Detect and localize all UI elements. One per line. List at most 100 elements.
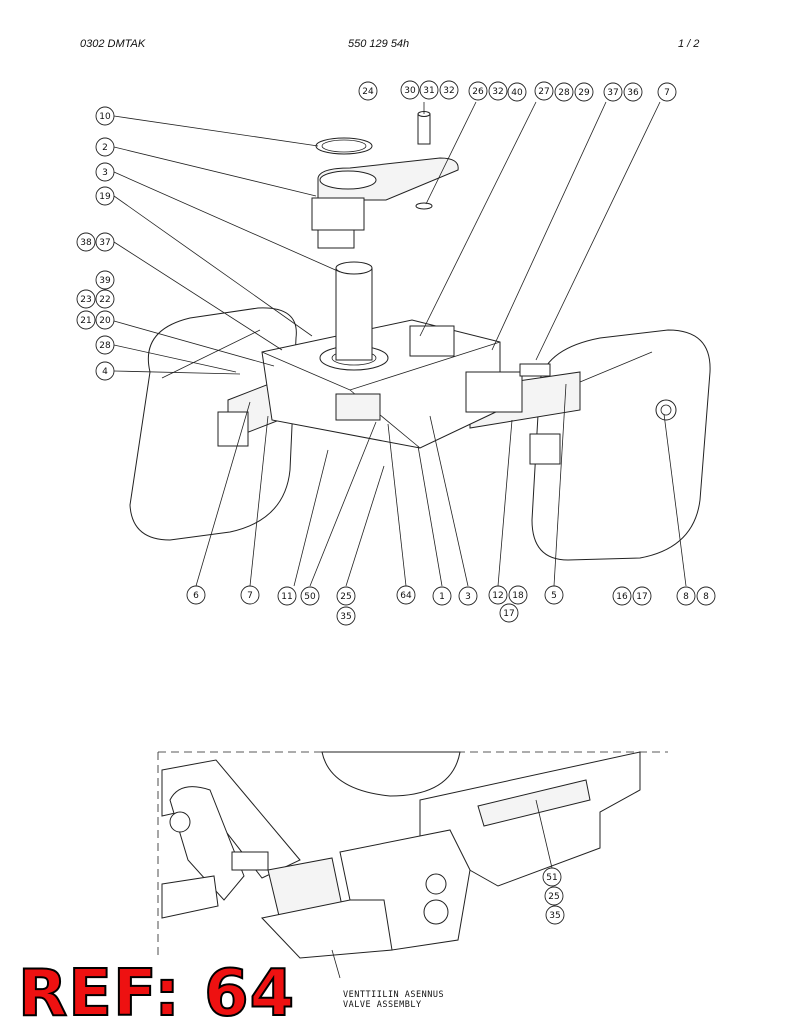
callout-label: 7 bbox=[664, 88, 670, 98]
callout-label: 64 bbox=[400, 591, 412, 601]
callout-bubble: 50 bbox=[300, 586, 320, 606]
header-part-number: 550 129 54h bbox=[348, 38, 410, 50]
callout-bubble: 18 bbox=[508, 585, 528, 605]
callout-bubble: 37 bbox=[603, 82, 623, 102]
callout-label: 18 bbox=[512, 591, 524, 601]
callout-label: 35 bbox=[549, 911, 560, 921]
callout-label: 39 bbox=[99, 276, 111, 286]
callout-label: 28 bbox=[558, 88, 570, 98]
callout-label: 10 bbox=[99, 112, 111, 122]
callout-label: 7 bbox=[247, 591, 253, 601]
callout-bubble: 7 bbox=[657, 82, 677, 102]
washer bbox=[415, 202, 433, 210]
detail-mount-plate bbox=[261, 899, 393, 959]
callout-bubble: 35 bbox=[545, 905, 565, 925]
detail-caption-english: VALVE ASSEMBLY bbox=[343, 1000, 422, 1010]
callout-bubble: 25 bbox=[544, 886, 564, 906]
right-motor bbox=[529, 433, 561, 465]
callout-bubble: 28 bbox=[554, 82, 574, 102]
callout-bubble: 17 bbox=[499, 603, 519, 623]
callout-label: 37 bbox=[99, 238, 110, 248]
main-assembly-view bbox=[113, 101, 711, 587]
callout-label: 17 bbox=[503, 609, 514, 619]
callout-bubble: 8 bbox=[696, 586, 716, 606]
callout-label: 30 bbox=[404, 86, 416, 96]
detail-pivot-boss bbox=[425, 873, 447, 895]
callout-bubble: 37 bbox=[95, 232, 115, 252]
callout-bubble: 21 bbox=[76, 310, 96, 330]
callout-label: 3 bbox=[465, 592, 471, 602]
callout-label: 16 bbox=[616, 592, 628, 602]
valve-block bbox=[335, 393, 381, 421]
detail-left-bracket bbox=[169, 786, 245, 901]
callout-bubble: 3 bbox=[95, 162, 115, 182]
detail-fitting bbox=[231, 851, 269, 871]
valve-assembly-detail-view bbox=[157, 751, 668, 979]
callout-label: 6 bbox=[193, 591, 199, 601]
callout-bubble: 17 bbox=[632, 586, 652, 606]
ref-label: REF: 64 bbox=[17, 957, 296, 1031]
callout-bubble: 28 bbox=[95, 335, 115, 355]
motor-housing bbox=[465, 371, 523, 413]
callout-label: 31 bbox=[423, 86, 434, 96]
callout-bubble: 26 bbox=[468, 81, 488, 101]
callout-bubble: 16 bbox=[612, 586, 632, 606]
callout-label: 23 bbox=[80, 295, 91, 305]
detail-slew-flange bbox=[321, 751, 461, 797]
callout-bubble: 4 bbox=[95, 361, 115, 381]
callout-bubble: 8 bbox=[676, 586, 696, 606]
callout-bubble: 35 bbox=[336, 606, 356, 626]
callout-bubble: 11 bbox=[277, 586, 297, 606]
callout-group-detail: 51 25 35 bbox=[542, 867, 565, 925]
callout-bubble: 7 bbox=[240, 585, 260, 605]
callout-label: 17 bbox=[636, 592, 647, 602]
callout-bubble: 3 bbox=[458, 586, 478, 606]
callout-label: 35 bbox=[340, 612, 351, 622]
callout-label: 11 bbox=[281, 592, 292, 602]
chassis-frame bbox=[261, 319, 501, 449]
callout-label: 19 bbox=[99, 192, 111, 202]
detail-caption-finnish: VENTTIILIN ASENNUS bbox=[343, 990, 445, 1000]
callout-label: 8 bbox=[703, 592, 709, 602]
callout-bubble: 30 bbox=[400, 80, 420, 100]
callout-bubble: 20 bbox=[95, 310, 115, 330]
callout-label: 27 bbox=[538, 87, 549, 97]
pin bbox=[417, 113, 431, 145]
callout-label: 36 bbox=[627, 88, 639, 98]
callout-bubble: 32 bbox=[488, 81, 508, 101]
callout-label: 21 bbox=[80, 316, 91, 326]
callout-label: 20 bbox=[99, 316, 111, 326]
callout-bubble: 51 bbox=[542, 867, 562, 887]
detail-tube bbox=[161, 875, 219, 919]
rotator-bracket bbox=[317, 157, 459, 201]
callout-label: 5 bbox=[551, 591, 557, 601]
callout-label: 26 bbox=[472, 87, 484, 97]
callout-label: 28 bbox=[99, 341, 111, 351]
callout-label: 38 bbox=[80, 238, 92, 248]
callout-label: 32 bbox=[492, 87, 503, 97]
callout-label: 1 bbox=[439, 592, 445, 602]
callout-bubble: 5 bbox=[544, 585, 564, 605]
callout-label: 25 bbox=[548, 892, 559, 902]
callout-bubble: 29 bbox=[574, 82, 594, 102]
left-track bbox=[129, 307, 297, 541]
callout-label: 12 bbox=[492, 591, 503, 601]
upper-bracket bbox=[409, 325, 455, 357]
pivot-column bbox=[335, 267, 373, 361]
left-motor bbox=[217, 411, 249, 447]
callout-label: 40 bbox=[511, 88, 523, 98]
callout-label: 51 bbox=[546, 873, 557, 883]
fitting bbox=[519, 363, 551, 377]
header-doc-code: 0302 DMTAK bbox=[80, 38, 146, 50]
callout-bubble: 1 bbox=[432, 586, 452, 606]
callout-bubble: 40 bbox=[507, 82, 527, 102]
callout-label: 25 bbox=[340, 592, 351, 602]
callout-bubble: 10 bbox=[95, 106, 115, 126]
callout-label: 29 bbox=[578, 88, 590, 98]
callout-bubble: 12 bbox=[488, 585, 508, 605]
callout-label: 24 bbox=[362, 87, 374, 97]
callout-bubble: 64 bbox=[396, 585, 416, 605]
callout-label: 50 bbox=[304, 592, 316, 602]
callout-bubble: 6 bbox=[186, 585, 206, 605]
